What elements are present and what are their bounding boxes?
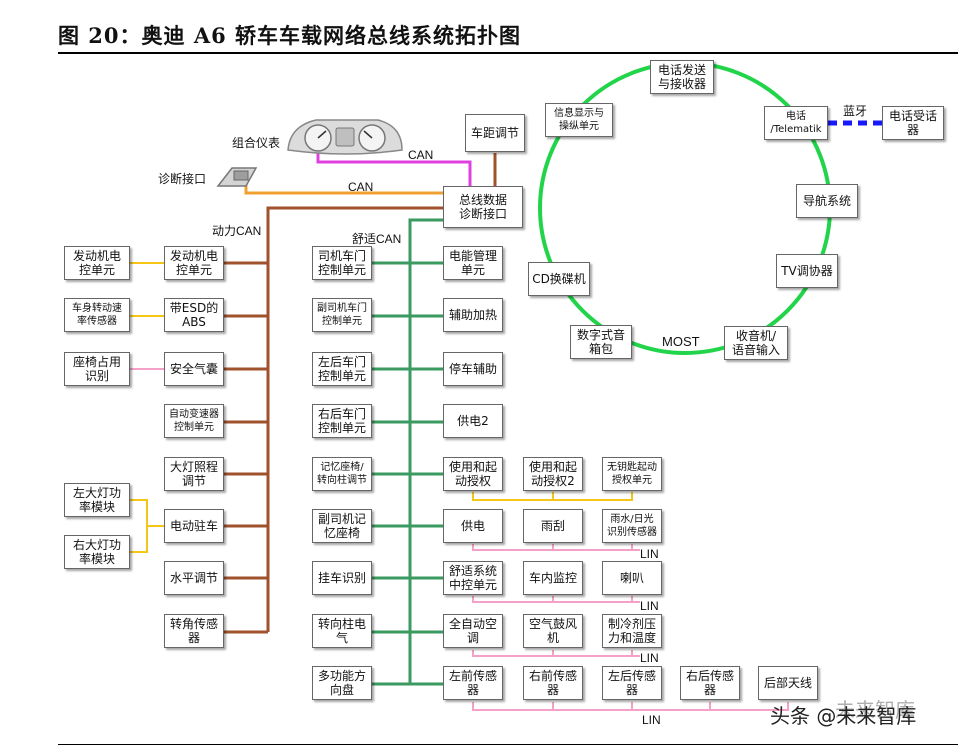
- power-can-bus: [266, 206, 443, 632]
- node-epb: 电动驻车: [164, 509, 224, 543]
- node-climate: 全自动空 调: [443, 614, 503, 648]
- bluetooth-label: 蓝牙: [843, 104, 868, 118]
- lin-lines: [472, 544, 789, 711]
- node-phone-handset: 电话受话 器: [882, 106, 944, 140]
- can-label-cluster: CAN: [408, 148, 434, 162]
- node-phone-tx: 电话发送 与接收器: [650, 60, 714, 94]
- node-rain: 雨水/日光 识别传感器: [602, 509, 662, 543]
- node-seat-occ: 座椅占用 识别: [64, 352, 130, 386]
- figure-title: 图 20：奥迪 A6 轿车车载网络总线系统拓扑图: [58, 23, 522, 48]
- node-yaw-sensor: 车身转动速 率传感器: [64, 298, 130, 332]
- node-radio: 收音机/ 语音输入: [724, 326, 788, 360]
- node-trans: 自动变速器 控制单元: [164, 404, 224, 438]
- power-can-label: 动力CAN: [212, 224, 262, 238]
- comfort-can-stubs: [372, 261, 443, 686]
- can-wire-cluster: [316, 148, 472, 186]
- node-rr-door: 右后车门 控制单元: [312, 404, 372, 438]
- node-refrig: 制冷剂压 力和温度: [602, 614, 662, 648]
- node-engine-ecu: 发动机电 控单元: [164, 246, 224, 280]
- node-pass-door: 副司机车门 控制单元: [312, 298, 372, 332]
- node-supply: 供电: [443, 509, 503, 543]
- node-park: 停车辅助: [443, 352, 503, 386]
- node-left-lamp: 左大灯功 率模块: [64, 483, 130, 517]
- node-cd: CD换碟机: [528, 262, 590, 296]
- lin-label: LIN: [640, 599, 659, 613]
- node-engine-sensor: 发动机电 控单元: [64, 246, 130, 280]
- node-auth2: 使用和起 动授权2: [523, 457, 583, 491]
- node-auth: 使用和起 动授权: [443, 457, 503, 491]
- node-nav: 导航系统: [796, 184, 858, 218]
- node-headlamp-range: 大灯照程 调节: [164, 457, 224, 491]
- node-gateway: 总线数据 诊断接口: [443, 186, 523, 228]
- node-energy: 电能管理 单元: [443, 246, 503, 280]
- node-esd-abs: 带ESD的 ABS: [164, 298, 224, 332]
- node-driver-door: 司机车门 控制单元: [312, 246, 372, 280]
- headlamp-module-link: [130, 499, 148, 553]
- most-label: MOST: [662, 334, 700, 349]
- comfort-can-label: 舒适CAN: [352, 232, 402, 246]
- lin-label: LIN: [640, 651, 659, 665]
- node-level: 水平调节: [164, 561, 224, 595]
- can-label-diagnostic: CAN: [348, 180, 374, 194]
- diagnostic-port-label: 诊断接口: [158, 172, 207, 186]
- power-can-stubs: [224, 261, 268, 634]
- node-cabin-mon: 车内监控: [523, 561, 583, 595]
- node-pass-mem: 副司机记 忆座椅: [312, 509, 372, 543]
- top-rule: [58, 52, 958, 54]
- node-fr-sensor: 右前传感 器: [523, 666, 583, 700]
- node-rr-sensor: 右后传感 器: [680, 666, 740, 700]
- node-angle: 转角传感 器: [164, 614, 224, 648]
- lin-label: LIN: [642, 713, 661, 727]
- node-antenna: 后部天线: [758, 666, 818, 700]
- node-mfsw: 多功能方 向盘: [312, 666, 372, 700]
- node-telematik: 电话 /Telematik: [764, 106, 828, 140]
- node-fl-sensor: 左前传感 器: [443, 666, 503, 700]
- node-tv: TV调协器: [776, 254, 838, 288]
- diagnostic-port-icon: [216, 167, 258, 187]
- node-keyless: 无钥匙起动 授权单元: [602, 457, 662, 491]
- node-airbag: 安全气囊: [164, 352, 224, 386]
- watermark-logo: 未来智库: [835, 698, 915, 722]
- node-power2: 供电2: [443, 404, 503, 438]
- node-distance: 车距调节: [465, 114, 525, 152]
- watermark: 头条 @未来智库: [770, 704, 917, 728]
- node-trailer: 挂车识别: [312, 561, 372, 595]
- node-wiper: 雨刮: [523, 509, 583, 543]
- node-right-lamp: 右大灯功 率模块: [64, 535, 130, 569]
- comfort-can-bus: [408, 218, 443, 684]
- node-rl-sensor: 左后传感 器: [602, 666, 662, 700]
- node-aux-heat: 辅助加热: [443, 298, 503, 332]
- node-steer-elec: 转向柱电 气: [312, 614, 372, 648]
- node-blower: 空气鼓风 机: [523, 614, 583, 648]
- node-sound: 数字式音 箱包: [570, 325, 632, 359]
- instrument-cluster-icon: [287, 119, 403, 155]
- node-rl-door: 左后车门 控制单元: [312, 352, 372, 386]
- node-mem-seat: 记忆座椅/ 转向柱调节: [312, 457, 372, 491]
- node-info-display: 信息显示与 操纵单元: [545, 103, 613, 137]
- cluster-label: 组合仪表: [232, 136, 281, 150]
- bottom-rule: [58, 744, 958, 745]
- node-comfort-ecu: 舒适系统 中控单元: [443, 561, 503, 595]
- lin-label: LIN: [640, 547, 659, 561]
- can-wire-diagnostic: [244, 180, 443, 195]
- node-horn: 喇叭: [602, 561, 662, 595]
